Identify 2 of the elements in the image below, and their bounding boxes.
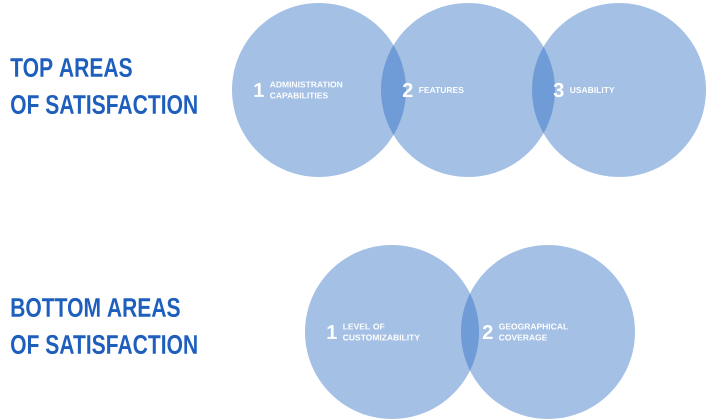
heading: BOTTOM AREAS OF SATISFACTION [11, 298, 197, 354]
heading: TOP AREAS OF SATISFACTION [10, 58, 197, 114]
